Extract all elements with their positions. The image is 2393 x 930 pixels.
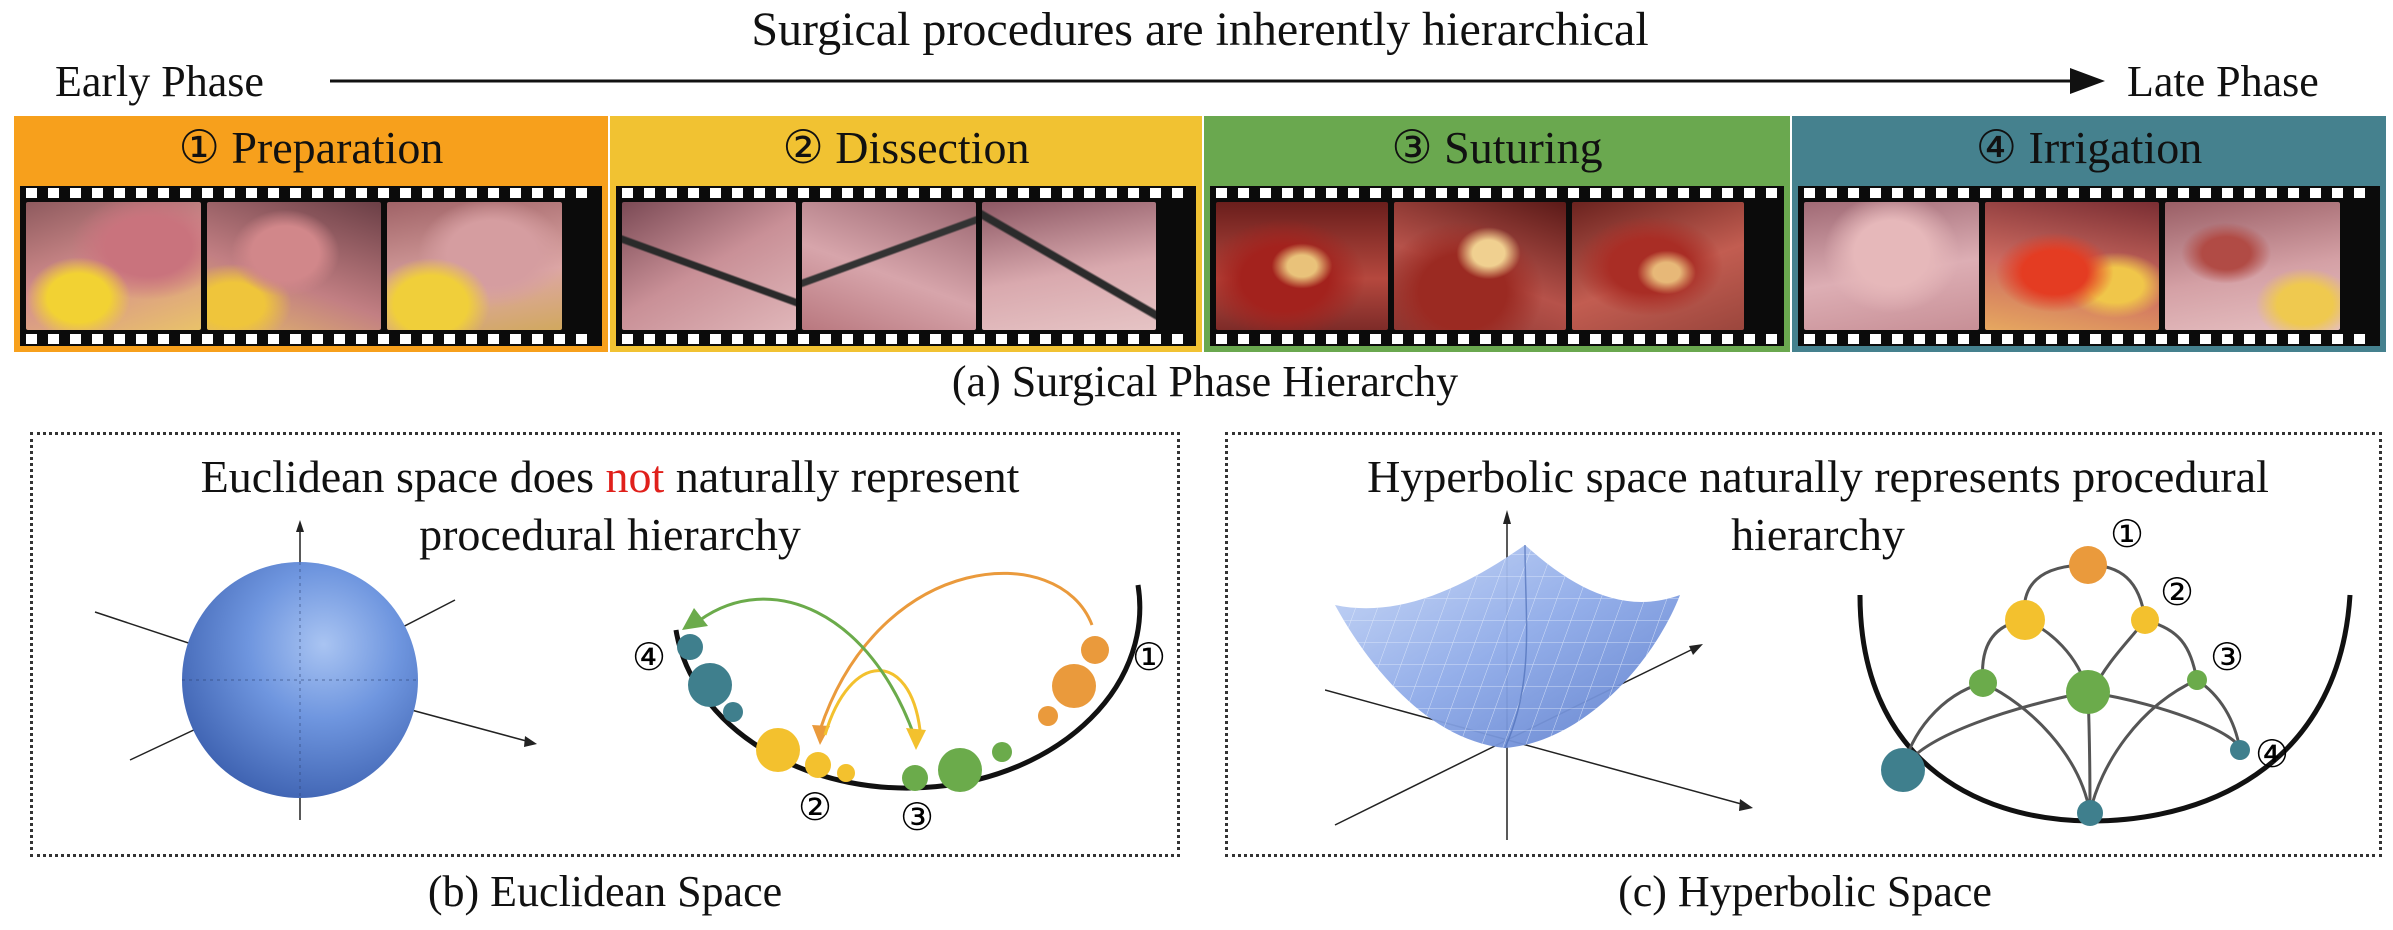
tree-node-teal-bottom [2077, 800, 2103, 826]
node-orange-small [1038, 706, 1058, 726]
label-1: ① [1132, 635, 1166, 679]
label-3: ③ [900, 795, 934, 839]
tree-node-green-center [2066, 670, 2110, 714]
video-frame [622, 202, 796, 330]
phase-label: ① Preparation [178, 122, 444, 173]
hyperbolic-tree: ① ② ③ ④ [1857, 512, 2353, 826]
euclidean-title-part2: naturally represent [664, 451, 1020, 502]
phase-label: ② Dissection [782, 122, 1030, 173]
tree-node-yellow-left [2005, 600, 2045, 640]
phase-suturing: ③ Suturing [1204, 116, 1790, 352]
video-frame [387, 202, 563, 330]
hyperbolic-title-line2: hierarchy [1731, 509, 1905, 560]
video-frame [26, 202, 201, 330]
phase-label: ③ Suturing [1391, 122, 1603, 173]
video-frame [1984, 202, 2160, 330]
caption-a: (a) Surgical Phase Hierarchy [951, 357, 1459, 406]
figure-title: Surgical procedures are inherently hiera… [751, 3, 1649, 56]
euclidean-title-part1: Euclidean space does [200, 451, 606, 502]
video-frame [1572, 202, 1744, 330]
hyperbolic-paraboloid [1325, 510, 1753, 840]
node-orange-large [1052, 664, 1096, 708]
phase-dissection: ② Dissection [610, 116, 1202, 352]
phase-label: ④ Irrigation [1975, 122, 2203, 173]
phase-preparation: ① Preparation [14, 116, 608, 352]
tree-node-root [2069, 546, 2107, 584]
video-frame [1394, 202, 1566, 330]
label-2: ② [798, 785, 832, 829]
node-green-small [992, 742, 1012, 762]
node-yellow-large [756, 728, 800, 772]
node-teal-small [677, 634, 703, 660]
caption-c: (c) Hyperbolic Space [1618, 867, 1992, 916]
node-teal-tiny [723, 702, 743, 722]
film-strip [616, 186, 1196, 346]
video-frame [802, 202, 976, 330]
label-4: ④ [2255, 732, 2289, 776]
node-yellow-mid [805, 752, 831, 778]
label-4: ④ [632, 635, 666, 679]
phase-irrigation: ④ Irrigation [1792, 116, 2386, 352]
video-frame [1216, 202, 1388, 330]
video-frame [2165, 202, 2341, 330]
tree-node-yellow-right [2131, 606, 2159, 634]
euclidean-sphere [94, 520, 537, 820]
video-frame [982, 202, 1156, 330]
euclidean-title-line2: procedural hierarchy [419, 509, 801, 560]
film-strip [20, 186, 602, 346]
label-1: ① [2110, 512, 2144, 556]
hyperbolic-title: Hyperbolic space naturally represents pr… [1367, 448, 2269, 564]
film-strip [1798, 186, 2380, 346]
node-orange-mid [1081, 636, 1109, 664]
hyperbolic-title-line1: Hyperbolic space naturally represents pr… [1367, 451, 2269, 502]
tree-node-teal-left [1881, 748, 1925, 792]
film-strip [1210, 186, 1784, 346]
tree-node-green-left [1969, 669, 1997, 697]
late-phase-label: Late Phase [2127, 57, 2319, 106]
video-frame [1804, 202, 1979, 330]
label-2: ② [2160, 570, 2194, 614]
euclidean-node-ring: ① ② ③ ④ [632, 572, 1166, 839]
node-yellow-small [837, 764, 855, 782]
early-phase-label: Early Phase [55, 57, 264, 106]
node-green-large [938, 748, 982, 792]
node-green-mid [902, 765, 928, 791]
node-teal-large [688, 663, 732, 707]
euclidean-title-highlight: not [605, 451, 665, 502]
tree-node-green-right [2187, 670, 2207, 690]
caption-b: (b) Euclidean Space [427, 867, 783, 916]
euclidean-panel [30, 432, 1180, 857]
timeline-arrow [330, 68, 2105, 94]
hyperbolic-panel [1225, 432, 2382, 857]
euclidean-title: Euclidean space does not naturally repre… [201, 448, 1020, 564]
tree-node-teal-right [2230, 740, 2250, 760]
video-frame [206, 202, 382, 330]
label-3: ③ [2210, 635, 2244, 679]
